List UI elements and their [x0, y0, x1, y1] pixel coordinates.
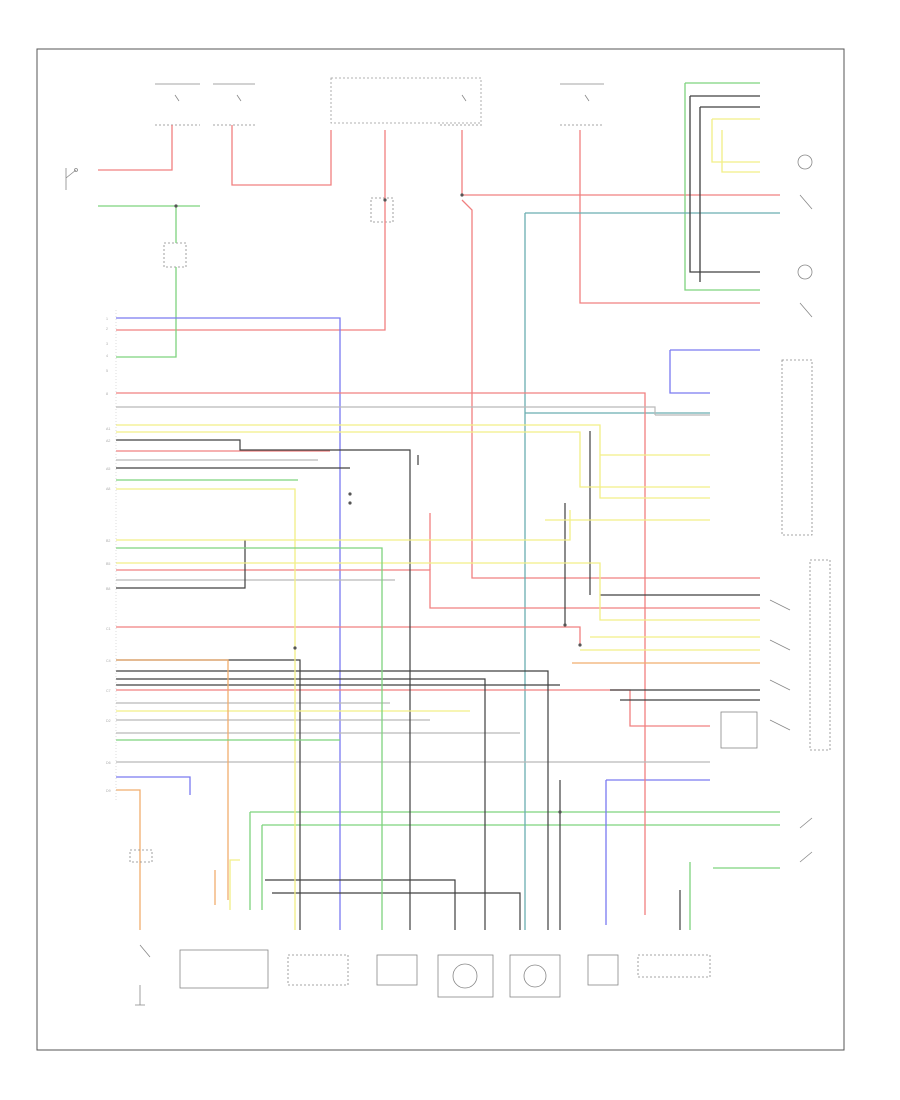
svg-text:B2: B2	[106, 539, 110, 543]
green-wires-mid	[116, 479, 691, 930]
svg-text:A1: A1	[106, 427, 110, 431]
svg-text:B5: B5	[106, 562, 110, 566]
junction-connector	[163, 197, 394, 268]
svg-text:C7: C7	[106, 689, 111, 693]
starter-relay	[65, 168, 78, 190]
dark-wires-mid	[116, 431, 760, 930]
svg-text:C4: C4	[106, 659, 111, 663]
instrument-cluster	[781, 154, 813, 863]
svg-text:A5: A5	[106, 467, 110, 471]
ignition-switch	[129, 849, 153, 1006]
red-wires-mid	[116, 392, 760, 915]
gray-wires	[116, 406, 710, 763]
shift-solenoids	[587, 954, 619, 986]
svg-text:5: 5	[106, 369, 108, 373]
svg-text:3: 3	[106, 342, 108, 346]
blue-wires	[116, 317, 760, 930]
red-wires-top	[98, 125, 780, 579]
teal-wires	[524, 212, 780, 930]
tcc-solenoid	[287, 954, 349, 986]
svg-text:D2: D2	[106, 719, 111, 723]
svg-text:A8: A8	[106, 487, 110, 491]
svg-text:A2: A2	[106, 439, 110, 443]
engine-control-module	[179, 949, 269, 989]
diagram-border	[36, 48, 845, 1051]
brake-switch	[637, 954, 711, 978]
pressure-control-solenoid	[376, 954, 418, 986]
overdrive-switch	[720, 711, 758, 749]
input-speed-sensor	[437, 954, 494, 998]
svg-text:1: 1	[106, 317, 108, 321]
orange-wires	[116, 659, 760, 930]
fuse-block	[155, 77, 604, 126]
transmission-range-switch	[769, 559, 831, 751]
yellow-wires-mid	[116, 424, 760, 930]
svg-text:C1: C1	[106, 627, 111, 631]
green-wires	[98, 82, 780, 910]
svg-text:2: 2	[106, 327, 108, 331]
svg-text:D9: D9	[106, 789, 111, 793]
svg-text:D6: D6	[106, 761, 111, 765]
svg-text:B8: B8	[106, 587, 110, 591]
output-speed-sensor	[509, 954, 561, 998]
svg-text:4: 4	[106, 354, 108, 358]
dark-wires-top-right	[689, 95, 760, 282]
yellow-wires-top-right	[711, 118, 760, 173]
right-bottom-wires	[559, 689, 760, 930]
splice-points	[174, 193, 582, 814]
svg-text:8: 8	[106, 392, 108, 396]
